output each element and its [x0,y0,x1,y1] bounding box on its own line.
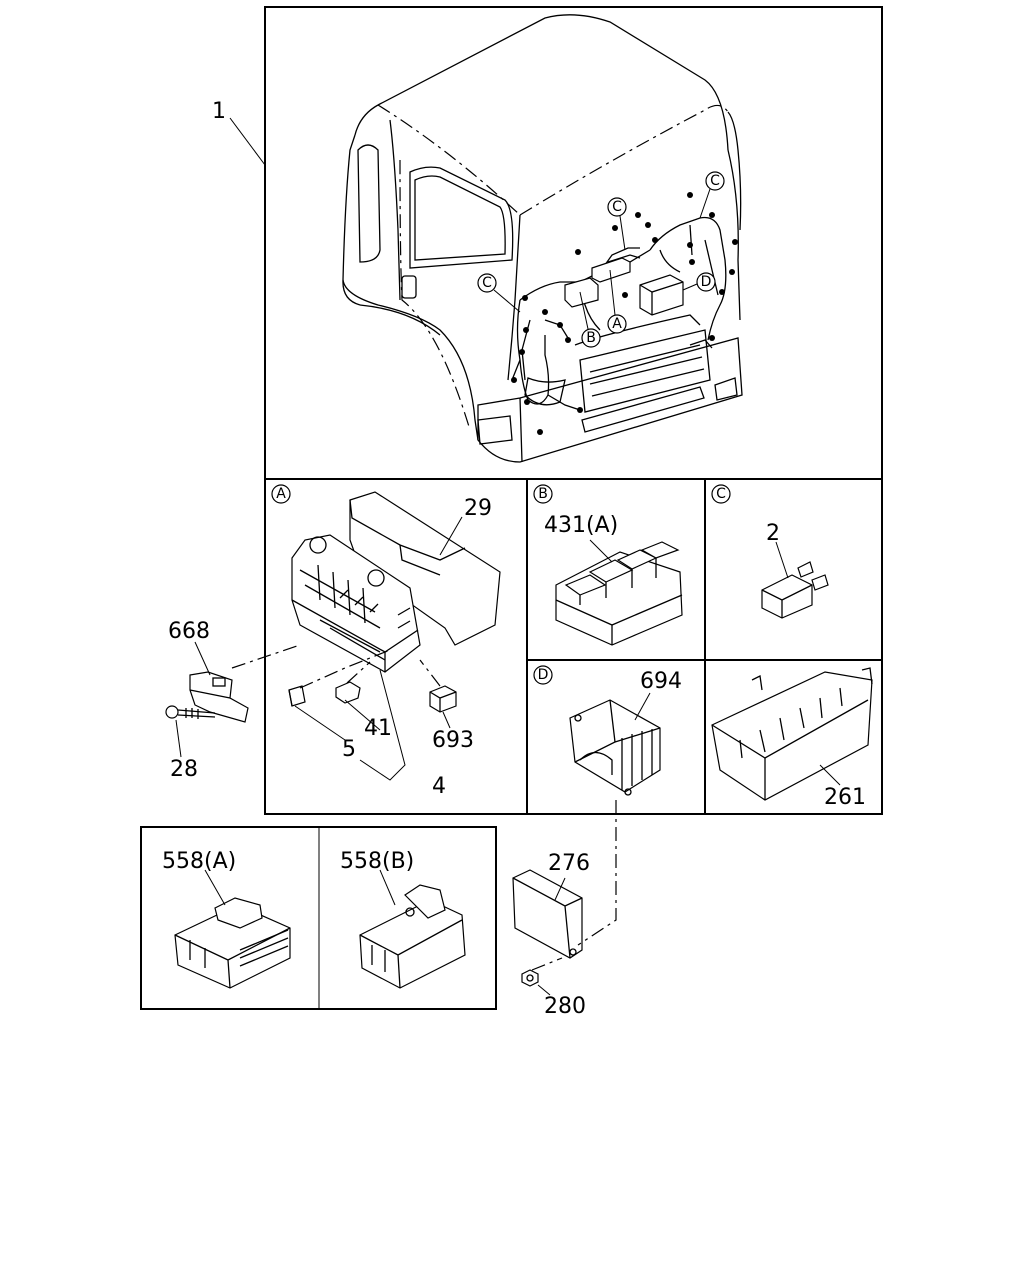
fuse-41 [335,681,361,704]
leader-5 [294,705,346,741]
relay-2 [761,561,829,619]
leader-2 [775,541,789,579]
truck-cab-drawing [342,14,743,463]
cab-callouts: C C C B A D [477,171,725,348]
bolt-28 [165,705,216,719]
fuse-box-cover-29 [349,491,501,646]
connector-558a [174,897,291,989]
part-label-558a: 558(A) [162,849,236,874]
connector-558b [359,884,466,989]
leader-5-dash [299,649,391,689]
part-label-280: 280 [544,994,586,1019]
callout-c-right: C [710,173,720,189]
nut-280 [521,969,539,987]
leader-41-dash [346,661,371,684]
bracket-668 [189,671,249,723]
panel-b-callout-circle [533,484,553,504]
tray-261 [711,667,873,801]
leader-41 [344,699,381,731]
leader-431a [589,539,613,563]
leader-694 [634,692,651,721]
callout-a: A [612,316,622,332]
callout-c-left: C [482,275,492,291]
part-label-693: 693 [432,728,474,753]
part-label-276: 276 [548,851,590,876]
panel-d-callout: D [538,667,549,683]
part-label-431a: 431(A) [544,513,618,538]
leader-280-dash [531,957,563,971]
leader-668 [194,641,211,676]
leader-280 [537,984,551,996]
fuse-5 [288,685,306,707]
panel-c-frame [704,478,883,661]
panel-c-callout-circle [711,484,731,504]
leader-1 [229,117,266,166]
panel-261-frame [704,659,883,815]
leader-558b [379,869,396,906]
leader-4 [359,669,406,781]
panel-d-callout-circle [533,665,553,685]
panel-a-callout-circle [271,484,291,504]
part-label-668: 668 [168,619,210,644]
panel-c-callout: C [716,486,726,502]
callout-b: B [586,330,596,346]
leader-28 [175,719,182,758]
part-label-2: 2 [766,521,780,546]
relay-block-431a [555,541,683,646]
panel-a-callout: A [276,486,286,502]
part-label-28: 28 [170,757,198,782]
panel-b-callout: B [538,486,548,502]
leader-276-dash [577,800,617,946]
part-label-4: 4 [432,774,446,799]
part-label-1: 1 [212,99,226,124]
leader-29 [439,516,463,556]
leader-558a [204,869,226,906]
leader-693 [442,711,451,729]
part-label-5: 5 [342,737,356,762]
part-label-694: 694 [640,669,682,694]
callout-c-mid: C [612,199,622,215]
part-label-41: 41 [364,716,392,741]
leader-261 [819,764,841,786]
callout-d: D [701,274,712,290]
part-label-261: 261 [824,785,866,810]
leader-668-dash [231,644,301,669]
control-unit-694 [569,699,661,796]
leader-693-dash [419,659,441,687]
part-label-558b: 558(B) [340,849,414,874]
wiring-harness-drawing [511,192,738,435]
part-label-29: 29 [464,496,492,521]
relay-693 [429,685,457,713]
bracket-276 [512,869,583,959]
leader-276 [554,877,566,901]
